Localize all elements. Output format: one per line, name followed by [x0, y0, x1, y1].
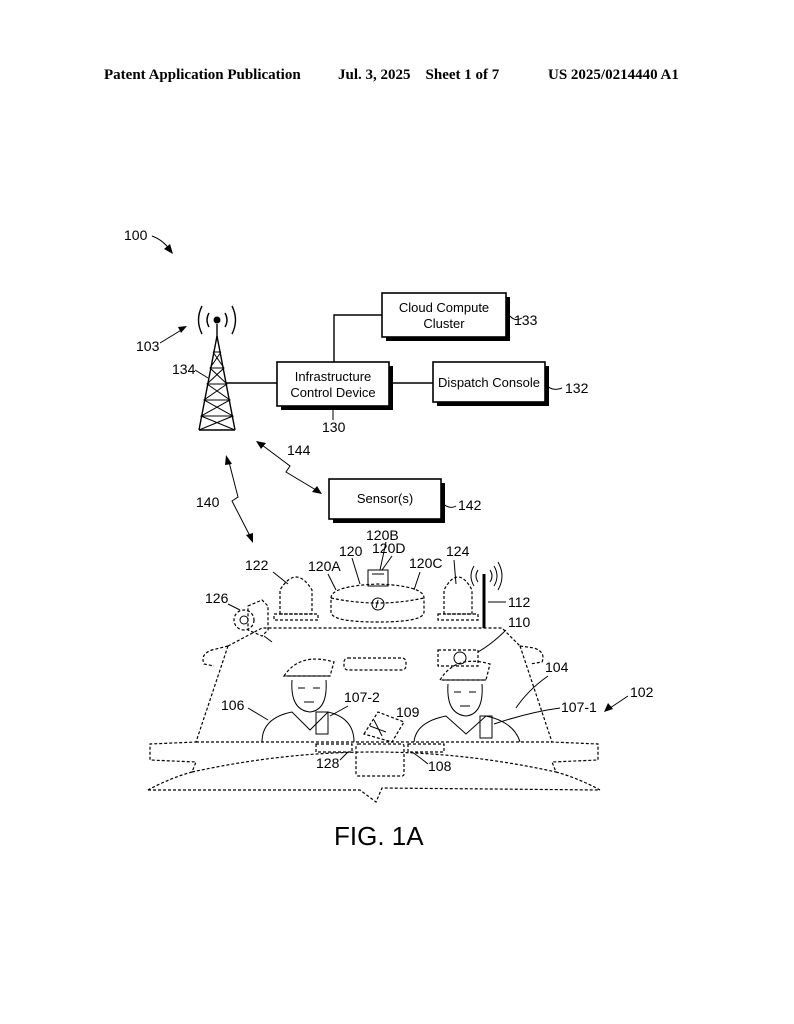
light-bar-leaders — [327, 541, 421, 591]
ref-128: 128 — [316, 755, 340, 771]
ref-134-leader — [194, 369, 209, 379]
ref-106: 106 — [221, 697, 245, 713]
ref-110: 110 — [508, 614, 531, 630]
ref-133: 133 — [514, 312, 538, 328]
ref-120D: 120D — [372, 540, 405, 556]
officer-right-figure — [413, 660, 521, 743]
cloud-label-2: Cluster — [423, 316, 465, 331]
ref-120: 120 — [339, 543, 363, 559]
dashboard-device-icon — [315, 743, 445, 777]
radio-tower-icon — [197, 305, 237, 431]
ref-107-2-leader — [329, 705, 349, 717]
ref-142-leader — [440, 501, 457, 508]
camera-icon — [437, 649, 479, 667]
ref-102-arrowhead — [604, 703, 613, 712]
ref-103-leader — [159, 328, 184, 344]
ref-100: 100 — [124, 227, 148, 243]
dispatch-label: Dispatch Console — [438, 375, 540, 390]
ref-102-leader — [609, 695, 629, 709]
infra-label-2: Control Device — [290, 385, 375, 400]
ref-108: 108 — [428, 758, 452, 774]
ref-120A: 120A — [308, 558, 341, 574]
vehicle-body — [147, 627, 601, 803]
header-publication-type: Patent Application Publication — [104, 67, 301, 83]
ref-122-leader — [272, 571, 289, 585]
ref-107-1-leader — [493, 707, 561, 725]
ref-132-leader — [544, 383, 563, 390]
ref-107-2: 107-2 — [344, 689, 380, 705]
ref-144: 144 — [287, 442, 311, 458]
laptop-icon — [363, 711, 405, 743]
header-publication-number: US 2025/0214440 A1 — [548, 67, 679, 83]
ref-120B: 120B — [366, 527, 399, 543]
ref-126-leader — [227, 603, 241, 611]
ref-110-leader — [477, 629, 507, 653]
ref-128-leader — [339, 751, 349, 761]
ref-130: 130 — [322, 419, 346, 435]
cloud-label-1: Cloud Compute — [399, 300, 489, 315]
ref-106-leader — [247, 707, 269, 721]
antenna-icon — [470, 561, 503, 628]
beacon-light-icon — [273, 576, 479, 621]
ref-132: 132 — [565, 380, 589, 396]
ref-124-leader — [453, 559, 457, 585]
ref-124: 124 — [446, 543, 470, 559]
wireless-link-144 — [256, 441, 322, 494]
ref-112: 112 — [508, 594, 531, 610]
ref-103-arrowhead — [178, 326, 187, 333]
ref-134: 134 — [172, 361, 196, 377]
light-bar-icon — [330, 569, 425, 623]
ref-103: 103 — [136, 338, 160, 354]
ref-133-leader — [509, 315, 523, 321]
figure-caption: FIG. 1A — [334, 821, 424, 851]
ref-100-arrowhead — [164, 244, 173, 254]
ref-122: 122 — [245, 557, 269, 573]
ref-120C: 120C — [409, 555, 442, 571]
infra-label-1: Infrastructure — [295, 369, 372, 384]
header-date-sheet: Jul. 3, 2025 Sheet 1 of 7 — [338, 67, 500, 83]
sensor-box — [328, 478, 442, 520]
infra-cloud-link — [333, 314, 382, 362]
ref-104: 104 — [545, 659, 569, 675]
ref-140: 140 — [196, 494, 220, 510]
ref-107-1: 107-1 — [561, 699, 597, 715]
ref-108-leader — [411, 751, 429, 765]
cloud-compute-box — [381, 292, 507, 338]
wireless-link-140 — [225, 455, 253, 543]
ref-142: 142 — [458, 497, 482, 513]
dispatch-console-box — [432, 361, 546, 403]
sensor-label: Sensor(s) — [357, 491, 413, 506]
officer-left-figure — [261, 658, 355, 743]
ref-126: 126 — [205, 590, 229, 606]
ref-104-leader — [515, 675, 549, 709]
ref-109: 109 — [396, 704, 420, 720]
siren-speaker-icon — [233, 599, 273, 643]
ref-102: 102 — [630, 684, 654, 700]
